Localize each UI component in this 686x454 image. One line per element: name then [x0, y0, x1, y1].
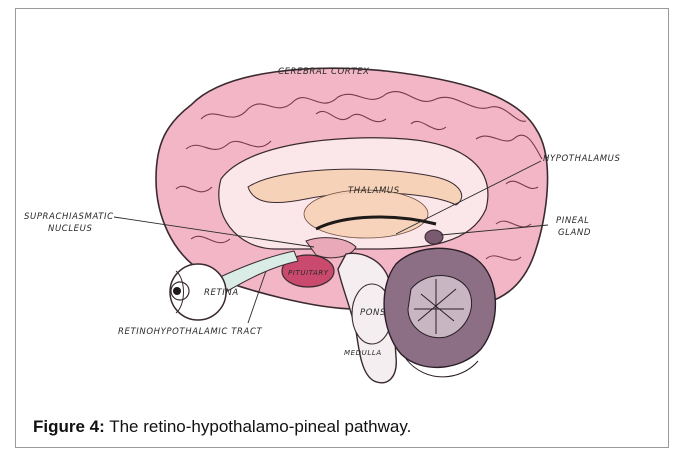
- label-retinohypothalamic-tract: RETINOHYPOTHALAMIC TRACT: [118, 327, 262, 337]
- label-hypothalamus: HYPOTHALAMUS: [543, 154, 621, 164]
- label-thalamus: THALAMUS: [348, 186, 400, 196]
- caption-label: Figure 4:: [33, 417, 105, 436]
- brain-diagram: CEREBRAL CORTEX HYPOTHALAMUS THALAMUS SU…: [16, 9, 670, 449]
- thalamus: [304, 190, 428, 238]
- label-nucleus: NUCLEUS: [48, 224, 92, 234]
- label-pineal: PINEAL: [556, 216, 590, 226]
- figure-caption: Figure 4: The retino-hypothalamo-pineal …: [33, 417, 411, 437]
- label-suprachiasmatic: SUPRACHIASMATIC: [24, 212, 114, 222]
- label-pituitary: PITUITARY: [288, 269, 329, 277]
- label-pons: PONS: [360, 308, 386, 318]
- label-cerebral-cortex: CEREBRAL CORTEX: [278, 67, 370, 77]
- caption-text: The retino-hypothalamo-pineal pathway.: [105, 417, 412, 436]
- label-retina: RETINA: [204, 288, 239, 298]
- figure-frame: CEREBRAL CORTEX HYPOTHALAMUS THALAMUS SU…: [15, 8, 669, 448]
- label-medulla: MEDULLA: [344, 349, 382, 357]
- cerebellum: [384, 248, 495, 377]
- pineal-gland: [425, 230, 443, 244]
- label-gland: GLAND: [558, 228, 591, 238]
